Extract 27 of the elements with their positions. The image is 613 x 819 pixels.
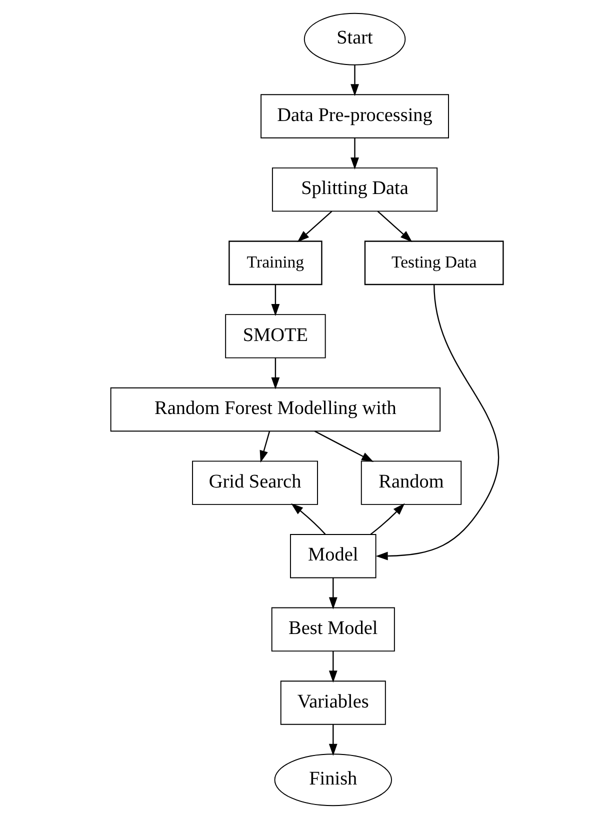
node-ellipse: Finish [274,754,392,806]
arrow [328,651,337,683]
node-box: Grid Search [192,460,318,505]
node-box: SMOTE [224,314,326,358]
arrow [376,210,412,242]
node-box: Best Model [270,607,394,652]
arrow [290,503,326,535]
arrow [350,138,358,170]
node-box: Data Pre-processing [260,94,448,138]
arrow [375,284,498,560]
node-box: Training [228,240,322,286]
node-box: Random Forest Modelling with [110,387,440,432]
node-box: Random [360,460,462,505]
arrow [314,430,374,462]
arrow [350,64,358,96]
arrow [259,431,270,463]
node-box: Variables [280,680,386,725]
arrow [370,503,404,535]
node-ellipse: Start [303,12,406,66]
node-box: Model [290,534,376,578]
arrow [328,578,337,610]
arrow [270,284,280,316]
arrow [270,358,280,390]
arrow [296,210,332,242]
arrow [328,724,337,756]
node-box: Testing Data [364,240,504,286]
node-box: Splitting Data [271,167,438,212]
